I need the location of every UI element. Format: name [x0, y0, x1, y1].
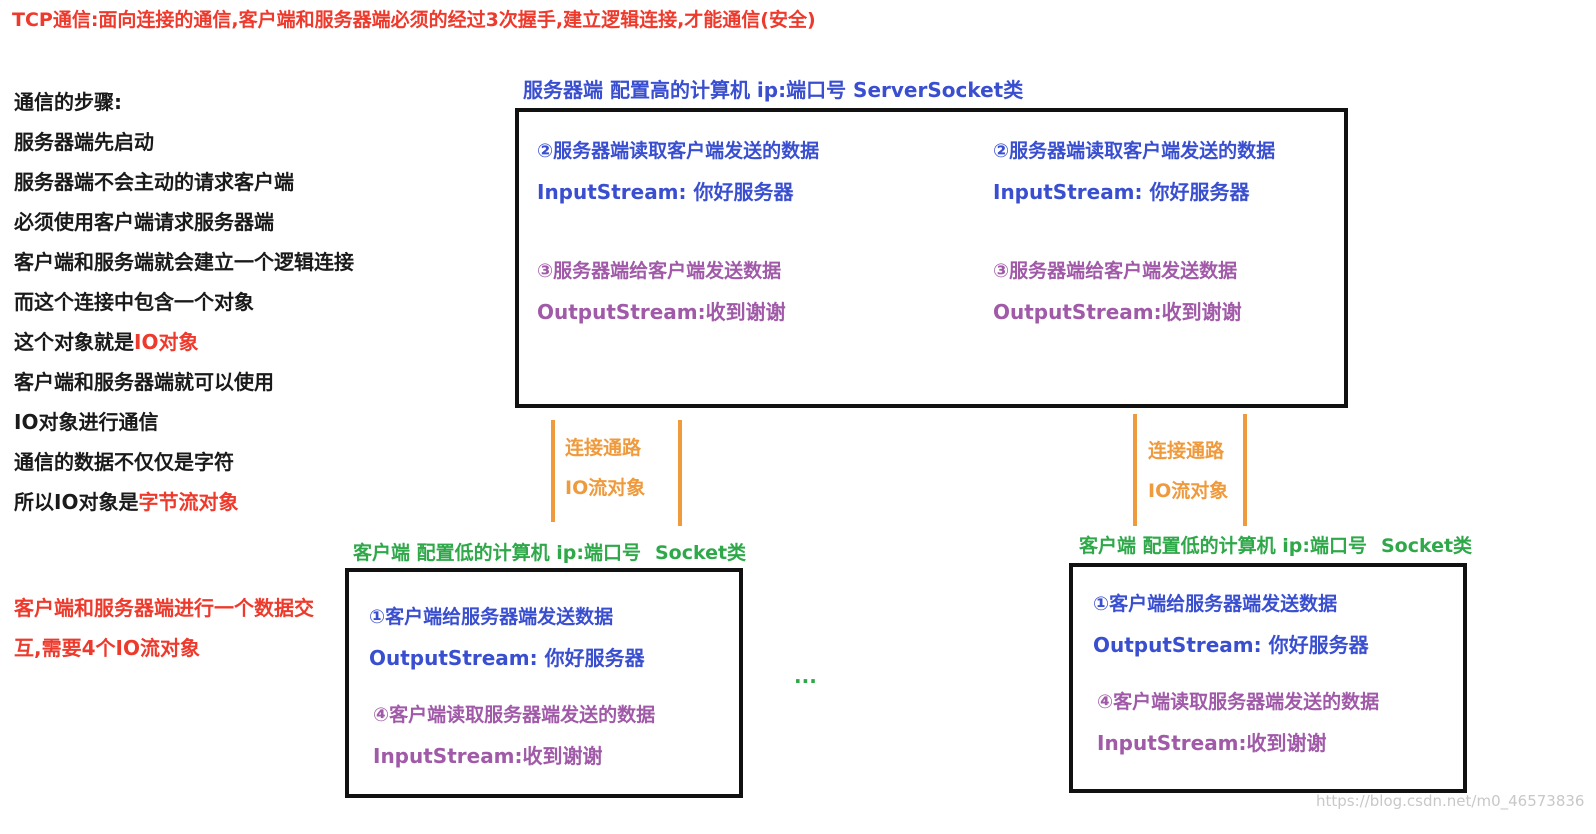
- server-read-label: ②服务器端读取客户端发送的数据: [993, 140, 1276, 162]
- client-label-text: 客户端 配置低的计算机 ip:端口号: [353, 542, 641, 564]
- client-send-label: ①客户端给服务器端发送数据: [1093, 593, 1338, 615]
- step-line: 必须使用客户端请求服务器端: [14, 210, 274, 234]
- channel-label: 连接通路: [565, 437, 642, 459]
- io-object-highlight: IO对象: [134, 330, 199, 354]
- summary-line: 客户端和服务器端进行一个数据交: [14, 596, 314, 620]
- more-clients-ellipsis: ...: [794, 664, 817, 688]
- socket-class-label: Socket类: [654, 542, 747, 564]
- channel-label: 连接通路: [1148, 440, 1225, 462]
- steps-heading: 通信的步骤:: [14, 90, 122, 114]
- client-send-label: ①客户端给服务器端发送数据: [369, 606, 614, 628]
- server-label: 服务器端 配置高的计算机 ip:端口号 ServerSocket类: [523, 78, 1024, 102]
- step-line-byte-stream: 所以IO对象是字节流对象: [14, 486, 238, 515]
- client-label-text: 客户端 配置低的计算机 ip:端口号: [1079, 535, 1367, 557]
- connection-line: [551, 420, 555, 522]
- socket-class-label: Socket类: [1380, 535, 1473, 557]
- step-line: 客户端和服务端就会建立一个逻辑连接: [14, 250, 354, 274]
- client-label: 客户端 配置低的计算机 ip:端口号 Socket类: [1079, 531, 1472, 558]
- server-send-label: ③服务器端给客户端发送数据: [993, 260, 1238, 282]
- client-output-stream: OutputStream: 你好服务器: [1093, 633, 1369, 657]
- step-line: 而这个连接中包含一个对象: [14, 290, 254, 314]
- server-input-stream: InputStream: 你好服务器: [537, 180, 794, 204]
- client-input-stream: InputStream:收到谢谢: [1097, 731, 1327, 755]
- channel-io-label: IO流对象: [1148, 480, 1229, 502]
- step-line-io-object: 这个对象就是IO对象: [14, 326, 198, 355]
- summary-line: 互,需要4个IO流对象: [14, 636, 200, 660]
- connection-line: [1133, 414, 1137, 526]
- step-line: 通信的数据不仅仅是字符: [14, 450, 234, 474]
- client-box: ①客户端给服务器端发送数据 OutputStream: 你好服务器 ④客户端读取…: [345, 568, 743, 798]
- client-label: 客户端 配置低的计算机 ip:端口号 Socket类: [353, 538, 746, 565]
- connection-line: [1243, 414, 1247, 526]
- connection-line: [678, 420, 682, 526]
- client-read-label: ④客户端读取服务器端发送的数据: [373, 704, 656, 726]
- page-title: TCP通信:面向连接的通信,客户端和服务器端必须的经过3次握手,建立逻辑连接,才…: [12, 9, 816, 31]
- client-box: ①客户端给服务器端发送数据 OutputStream: 你好服务器 ④客户端读取…: [1069, 563, 1467, 793]
- step-text: 这个对象就是: [14, 330, 134, 354]
- client-input-stream: InputStream:收到谢谢: [373, 744, 603, 768]
- server-input-stream: InputStream: 你好服务器: [993, 180, 1250, 204]
- client-output-stream: OutputStream: 你好服务器: [369, 646, 645, 670]
- server-read-label: ②服务器端读取客户端发送的数据: [537, 140, 820, 162]
- byte-stream-highlight: 字节流对象: [138, 490, 239, 514]
- watermark: https://blog.csdn.net/m0_46573836: [1316, 792, 1585, 810]
- channel-io-label: IO流对象: [565, 477, 646, 499]
- server-output-stream: OutputStream:收到谢谢: [537, 300, 786, 324]
- step-line: 服务器端先启动: [14, 130, 154, 154]
- server-send-label: ③服务器端给客户端发送数据: [537, 260, 782, 282]
- step-line: IO对象进行通信: [14, 410, 159, 434]
- server-output-stream: OutputStream:收到谢谢: [993, 300, 1242, 324]
- server-box: ②服务器端读取客户端发送的数据 InputStream: 你好服务器 ③服务器端…: [515, 108, 1348, 408]
- step-text: 所以IO对象是: [14, 490, 139, 514]
- client-read-label: ④客户端读取服务器端发送的数据: [1097, 691, 1380, 713]
- step-line: 服务器端不会主动的请求客户端: [14, 170, 294, 194]
- step-line: 客户端和服务器端就可以使用: [14, 370, 274, 394]
